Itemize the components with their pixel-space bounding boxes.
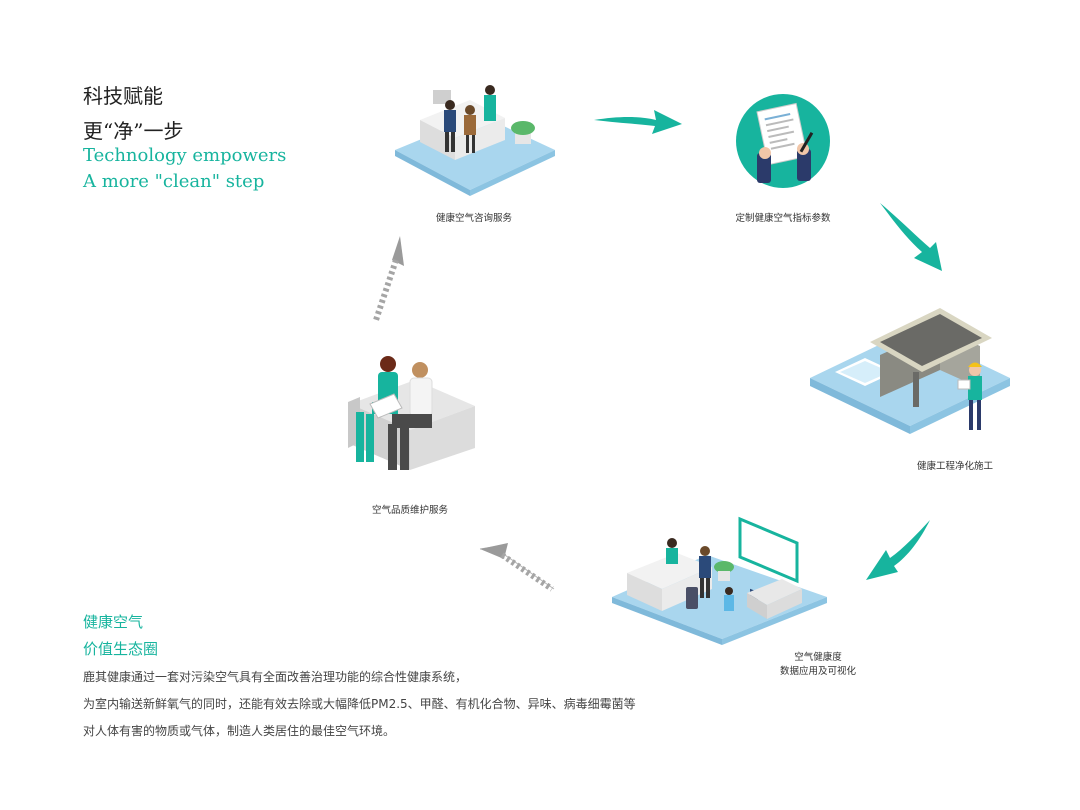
consult-illustration	[395, 85, 555, 196]
construct-illustration	[810, 308, 1010, 434]
title-en-line2: A more "clean" step	[83, 171, 265, 192]
stage-maintain-label: 空气品质维护服务	[371, 505, 448, 516]
footer-title-line2: 价值生态圈	[83, 640, 159, 658]
stage-construct-label: 健康工程净化施工	[916, 461, 993, 472]
title-zh-line1: 科技赋能	[83, 84, 163, 108]
footer-paragraph-line1: 鹿其健康通过一套对污染空气具有全面改善治理功能的综合性健康系统，	[83, 670, 468, 684]
teal-arrow-right-icon	[594, 110, 682, 134]
stage-customize-label: 定制健康空气指标参数	[735, 213, 831, 224]
stage-data-label-line1: 空气健康度	[794, 652, 842, 663]
footer-paragraph-line3: 对人体有害的物质或气体，制造人类居住的最佳空气环境。	[83, 724, 396, 738]
teal-arrow-down-right-icon	[880, 203, 942, 271]
footer-paragraph-line2: 为室内输送新鲜氧气的同时，还能有效去除或大幅降低PM2.5、甲醛、有机化合物、异…	[83, 697, 636, 711]
title-en-line1: Technology empowers	[83, 145, 287, 166]
customize-illustration	[736, 94, 830, 188]
footer-title-line1: 健康空气	[83, 613, 144, 631]
data-visualization-illustration	[612, 516, 827, 645]
stage-data-label-line2: 数据应用及可视化	[779, 666, 856, 677]
maintain-illustration	[348, 356, 475, 470]
gray-arrow-left-icon	[479, 543, 555, 592]
stage-consult-label: 健康空气咨询服务	[435, 213, 512, 224]
teal-arrow-down-left-icon	[866, 520, 930, 580]
title-zh-line2: 更“净”一步	[83, 119, 184, 143]
gray-arrow-up-icon	[373, 236, 404, 321]
